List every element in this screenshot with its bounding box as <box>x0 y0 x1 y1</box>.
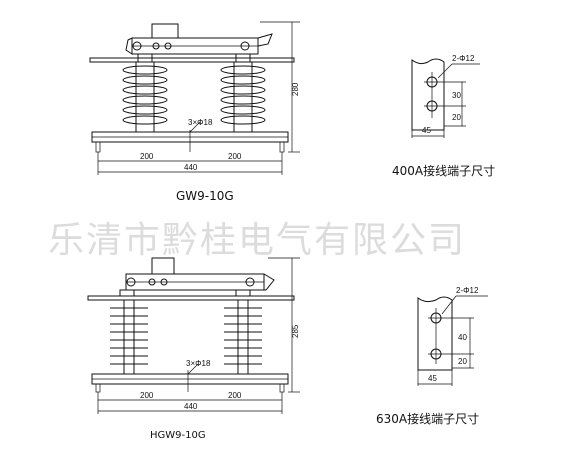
top-caption: GW9-10G <box>176 189 234 203</box>
top-terminal-dim-b: 20 <box>452 113 461 122</box>
top-right-insulator <box>220 61 266 133</box>
bottom-caption: HGW9-10G <box>150 430 206 441</box>
bottom-dim-right: 200 <box>228 391 242 400</box>
top-terminal-dim-a: 30 <box>452 91 461 100</box>
bottom-terminal-dim-b: 20 <box>458 357 467 366</box>
top-dim-left: 200 <box>140 152 154 161</box>
bottom-dim-total: 440 <box>184 402 198 411</box>
top-terminal-dim-w: 45 <box>422 126 431 135</box>
bottom-dim-left: 200 <box>140 391 154 400</box>
top-switch-drawing: 3×Φ18 200 200 440 280 <box>89 21 300 175</box>
bottom-dim-height: 285 <box>291 324 300 338</box>
top-left-insulator <box>122 61 168 133</box>
top-dim-height: 280 <box>291 82 300 96</box>
top-terminal-holes: 2-Φ12 <box>452 54 475 63</box>
bottom-terminal-holes: 2-Φ12 <box>456 286 479 295</box>
bottom-right-insulator <box>224 299 262 375</box>
top-terminal-caption: 400A接线端子尺寸 <box>392 163 495 178</box>
top-hole-label: 3×Φ18 <box>188 118 213 127</box>
company-watermark: 乐清市黔桂电气有限公司 <box>48 220 466 261</box>
top-dim-right: 200 <box>228 152 242 161</box>
bottom-terminal-drawing: 2-Φ12 40 20 45 <box>417 286 488 386</box>
top-terminal-drawing: 2-Φ12 30 20 45 <box>411 54 480 138</box>
bottom-switch-drawing: 3×Φ18 200 200 440 285 <box>87 257 300 414</box>
bottom-terminal-dim-a: 40 <box>458 333 467 342</box>
top-dim-total: 440 <box>184 163 198 172</box>
bottom-terminal-dim-w: 45 <box>428 374 437 383</box>
bottom-terminal-caption: 630A接线端子尺寸 <box>376 411 479 426</box>
bottom-left-insulator <box>110 299 148 375</box>
bottom-hole-label: 3×Φ18 <box>186 359 211 368</box>
